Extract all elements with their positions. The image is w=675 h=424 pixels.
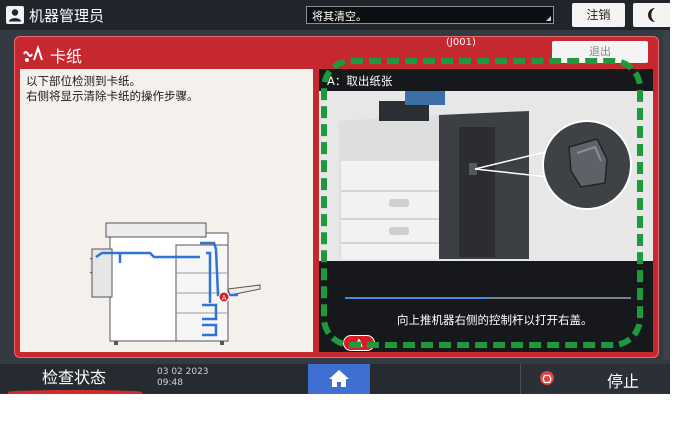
device-screen: 机器管理员 将其清空。 注销 卡纸 (J001) 退出 以下部位检测到卡纸。 右… <box>0 0 670 394</box>
printer-diagram: A <box>90 222 261 345</box>
step-progress <box>345 297 631 299</box>
location-badge: A <box>343 335 375 351</box>
energy-saver-button[interactable] <box>633 3 670 27</box>
side-strip <box>663 30 670 360</box>
logout-button[interactable]: 注销 <box>572 3 625 27</box>
moon-icon <box>648 8 655 22</box>
jam-marker-label: A <box>222 294 227 302</box>
date-label: 03 02 2023 <box>157 367 209 377</box>
error-code: (J001) <box>446 37 476 48</box>
top-bar: 机器管理员 将其清空。 注销 <box>0 0 670 30</box>
stop-icon <box>540 371 554 385</box>
stop-label: 停止 <box>607 372 640 391</box>
alert-indicator <box>8 390 142 394</box>
jam-location-panel: 以下部位检测到卡纸。 右侧将显示清除卡纸的操作步骤。 <box>20 69 313 352</box>
check-status-label: 检查状态 <box>41 368 106 387</box>
message-text: 将其清空。 <box>312 10 367 23</box>
home-button[interactable] <box>308 364 370 394</box>
step-title: A：取出纸张 <box>327 74 393 88</box>
paper-jam-icon <box>23 44 43 62</box>
stop-button[interactable]: 停止 <box>520 364 670 394</box>
check-status-button[interactable]: 检查状态 <box>0 364 148 394</box>
step-progress-fill <box>345 297 488 299</box>
bottom-bar: 检查状态 03 02 2023 09:48 停止 <box>0 364 670 394</box>
exit-button[interactable]: 退出 <box>552 41 648 63</box>
description-line: 以下部位检测到卡纸。 <box>26 74 141 88</box>
message-field: 将其清空。 <box>306 6 554 24</box>
admin-label: 机器管理员 <box>29 7 105 25</box>
paper-jam-dialog: 卡纸 (J001) 退出 以下部位检测到卡纸。 右侧将显示清除卡纸的操作步骤。 <box>14 36 659 358</box>
date-time: 03 02 2023 09:48 <box>157 367 209 389</box>
dialog-title: 卡纸 <box>50 47 83 66</box>
user-icon <box>6 6 24 24</box>
description-line: 右侧将显示清除卡纸的操作步骤。 <box>26 89 199 103</box>
time-label: 09:48 <box>157 378 183 388</box>
resize-corner-icon <box>546 16 551 21</box>
machine-photo <box>319 91 653 261</box>
home-icon <box>329 370 349 387</box>
removal-steps-panel: A：取出纸张 <box>319 69 653 352</box>
step-instruction: 向上推机器右侧的控制杆以打开右盖。 <box>397 313 593 327</box>
